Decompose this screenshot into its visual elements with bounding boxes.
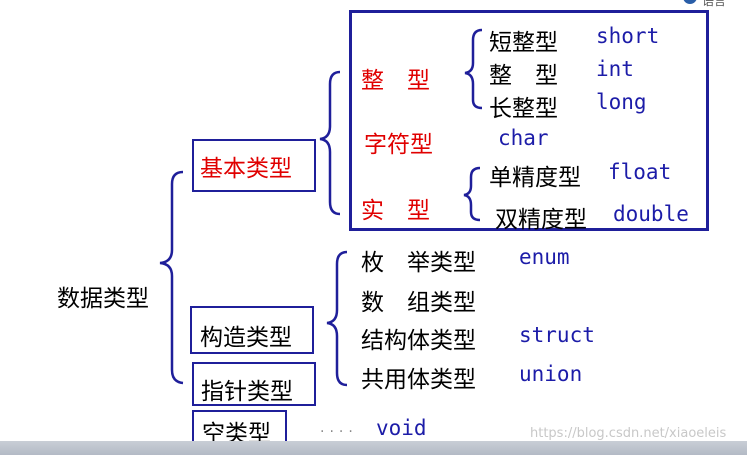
app-logo-icon [683,0,697,4]
char-keyword: char [498,126,549,150]
root-label: 数据类型 [57,286,149,312]
basic-type-box [192,139,316,192]
corner-text: 语言 [702,0,727,8]
short-label: 短整型 [489,30,558,56]
float-keyword: float [608,160,672,184]
char-label: 字符型 [364,132,433,158]
basic-type-label: 基本类型 [200,156,292,182]
enum-keyword: enum [519,245,570,269]
watermark: https://blog.csdn.net/xiaoeleis [530,426,727,441]
constructed-type-box [190,306,314,354]
basic-type-frame [349,10,709,231]
union-keyword: union [519,362,583,386]
leader-dots: .... [320,420,358,436]
long-label: 长整型 [489,96,558,122]
integer-label: 整 型 [361,68,430,94]
real-label: 实 型 [361,198,430,224]
float-label: 单精度型 [489,165,581,191]
bottom-bar [0,441,747,455]
root-brace [159,170,184,385]
pointer-type-box [192,362,316,406]
double-label: 双精度型 [495,207,587,233]
real-brace [463,166,481,222]
array-label: 数 组类型 [361,290,476,316]
short-keyword: short [596,24,660,48]
int-keyword: int [596,57,634,81]
struct-label: 结构体类型 [361,328,476,354]
enum-label: 枚 举类型 [361,250,476,276]
integer-brace [464,28,483,110]
union-label: 共用体类型 [361,367,476,393]
double-keyword: double [613,202,689,226]
pointer-type-label: 指针类型 [201,379,293,405]
int-label: 整 型 [489,63,558,89]
constructed-brace [326,250,348,387]
void-keyword: void [376,416,427,440]
basic-brace [319,70,341,216]
struct-keyword: struct [519,323,595,347]
constructed-type-label: 构造类型 [200,325,292,351]
long-keyword: long [596,90,647,114]
